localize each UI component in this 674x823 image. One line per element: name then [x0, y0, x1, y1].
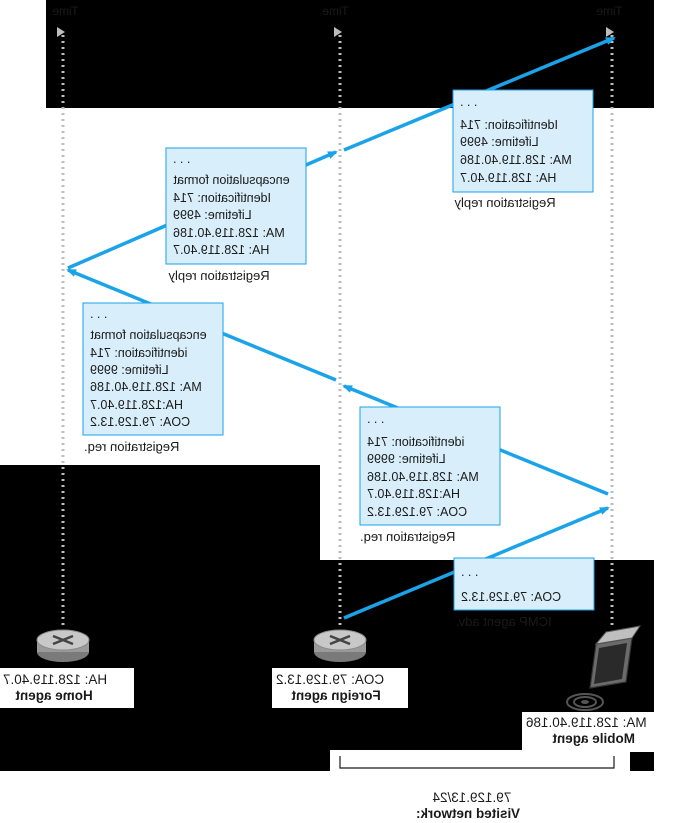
reg-req-ma-line-0: COA: 79.129.13.2 [367, 505, 467, 519]
box-reg-req-ma [359, 406, 501, 526]
reg-req-fa-line-4: identification: 714 [90, 346, 187, 360]
box-reg-req-fa [82, 302, 224, 436]
reg-reply-ha-line-0: HA: 128.119.40.7 [173, 243, 269, 257]
message-box-reg-req-fa: COA: 79.129.13.2 HA:128.119.40.7 MA: 128… [82, 302, 224, 454]
reg-req-ma-line-4: identification: 714 [367, 435, 464, 449]
reg-reply-ha-line-4: encapsulation format [173, 173, 290, 187]
mobile-agent-name: Mobile agent [552, 731, 635, 746]
message-box-icmp-adv: COA: 79.129.13.2 . . . ICMP agent adv. [453, 557, 595, 629]
mobile-agent: MA: 128.119.40.186 Mobile agent [522, 625, 674, 752]
reg-req-fa-line-3: Lifetime: 9999 [90, 363, 169, 377]
reg-req-fa-line-2: MA: 128.119.40.186 [90, 380, 202, 394]
foreign-agent-label-bg [272, 668, 408, 708]
router-icon [313, 629, 367, 662]
reg-reply-ha-line-3: Identification: 714 [173, 191, 271, 205]
reg-req-fa-caption: Registration req. [84, 439, 179, 454]
box-reg-reply-ha [165, 147, 307, 265]
home-agent-label-bg [0, 668, 134, 708]
visited-network-bracket [339, 756, 615, 769]
foreign-agent: COA: 79.129.13.2 Foreign agent [272, 629, 408, 708]
reg-req-ma-line-5: . . . [367, 412, 384, 426]
message-box-reg-reply-fa: HA: 128.119.40.7 MA: 128.119.40.186 Life… [452, 89, 594, 210]
reg-req-fa-line-5: encapsulation format [90, 328, 207, 342]
middle-region [118, 0, 438, 108]
reg-req-ma-line-1: HA:128.119.40.7 [367, 487, 460, 501]
reg-req-fa-line-1: HA:128.119.40.7 [90, 398, 183, 412]
reg-reply-ha-line-1: MA: 128.119.40.186 [173, 226, 285, 240]
visited-network-subnet: 79.129.13/24 [432, 790, 511, 805]
timelines: Time Time Time [52, 4, 623, 625]
white-left-top [0, 0, 46, 108]
reg-reply-ha-line-2: Lifetime: 4999 [173, 208, 252, 222]
reg-req-fa-line-0: COA: 79.129.13.2 [90, 415, 190, 429]
reg-reply-ha-line-5: . . . [173, 152, 190, 166]
router-icon [36, 629, 90, 662]
bottom-left-region [0, 465, 320, 771]
top-left-region [46, 0, 118, 108]
visited-network-bg [330, 750, 630, 823]
home-agent: HA: 128.119.40.7 Home agent [0, 629, 134, 708]
mobile-agent-label-bg [522, 712, 674, 752]
reg-req-ma-line-3: Lifetime: 9999 [367, 452, 446, 466]
home-agent-name: Home agent [15, 688, 93, 703]
icmp-adv-line-1: . . . [461, 565, 478, 579]
message-box-reg-req-ma: COA: 79.129.13.2 HA:128.119.40.7 MA: 128… [359, 406, 501, 544]
reg-req-fa-line-6: . . . [90, 307, 107, 321]
reg-reply-fa-caption: Registration reply [454, 195, 556, 210]
wireless-signal-icon [566, 693, 604, 711]
icmp-adv-line-0: COA: 79.129.13.2 [461, 590, 561, 604]
box-reg-reply-fa [452, 89, 594, 193]
visited-network-title: Visited network: [416, 806, 520, 821]
visited-network: 79.129.13/24 Visited network: [330, 750, 630, 823]
reg-reply-fa-line-1: MA: 128.119.40.186 [460, 153, 572, 167]
time-label-home: Time [52, 4, 79, 18]
mobile-agent-address: MA: 128.119.40.186 [526, 715, 647, 730]
reg-reply-fa-line-2: Lifetime: 4999 [460, 135, 539, 149]
white-right-edge [654, 0, 674, 771]
time-label-mobile: Time [596, 4, 623, 18]
reg-req-ma-caption: Registration req. [360, 529, 455, 544]
foreign-agent-name: Foreign agent [291, 688, 381, 703]
foreign-agent-address: COA: 79.129.13.2 [276, 672, 384, 687]
box-icmp-adv [453, 557, 595, 611]
message-box-reg-reply-ha: HA: 128.119.40.7 MA: 128.119.40.186 Life… [165, 147, 307, 283]
reg-reply-fa-line-3: Identification: 714 [460, 118, 558, 132]
time-label-foreign: Time [322, 4, 349, 18]
home-agent-address: HA: 128.119.40.7 [3, 672, 107, 687]
reg-reply-fa-line-4: . . . [460, 95, 477, 109]
icmp-adv-caption: ICMP agent adv. [456, 614, 552, 629]
reg-req-ma-line-2: MA: 128.119.40.186 [367, 470, 479, 484]
reg-reply-fa-line-0: HA: 128.119.40.7 [460, 171, 556, 185]
reg-reply-ha-caption: Registration reply [168, 268, 270, 283]
laptop-icon [589, 625, 642, 689]
